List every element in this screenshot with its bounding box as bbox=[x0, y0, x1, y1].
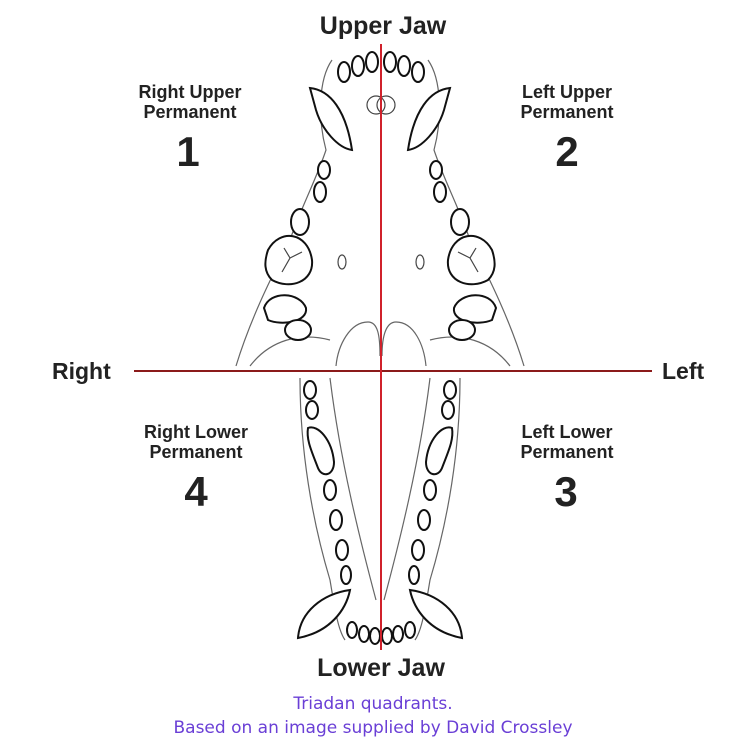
lower-jaw-outline bbox=[299, 377, 461, 641]
quadrant-3-number: 3 bbox=[554, 468, 578, 515]
quadrant-2-line1: Left Upper bbox=[521, 82, 612, 102]
quadrant-4-line2: Permanent bbox=[149, 442, 243, 462]
quadrant-3-line2: Permanent bbox=[520, 442, 614, 462]
upper-inner-marks bbox=[281, 95, 479, 273]
lower-jaw-label: Lower Jaw bbox=[317, 654, 445, 682]
upper-teeth bbox=[262, 51, 498, 341]
quadrant-1-number: 1 bbox=[176, 128, 200, 175]
quadrant-2-line2: Permanent bbox=[520, 102, 614, 122]
quadrant-1-line2: Permanent bbox=[143, 102, 237, 122]
quadrant-3-title: Left Lower Permanent bbox=[520, 422, 613, 462]
left-side-label: Left bbox=[662, 358, 705, 384]
quadrant-2-title: Left Upper Permanent bbox=[520, 82, 613, 122]
caption-line-1: Triadan quadrants. bbox=[293, 694, 453, 714]
upper-jaw-label: Upper Jaw bbox=[319, 12, 447, 40]
quadrant-4-line1: Right Lower bbox=[144, 422, 248, 442]
quadrant-2-number: 2 bbox=[555, 128, 579, 175]
quadrant-3-line1: Left Lower bbox=[521, 422, 613, 442]
quadrant-4-title: Right Lower Permanent bbox=[144, 422, 248, 462]
quadrant-1-title: Right Upper Permanent bbox=[139, 82, 242, 122]
quadrant-4-number: 4 bbox=[184, 468, 208, 515]
lower-teeth bbox=[296, 380, 464, 645]
right-side-label: Right bbox=[52, 358, 111, 384]
quadrant-1-line1: Right Upper bbox=[138, 82, 242, 102]
caption-line-2: Based on an image supplied by David Cros… bbox=[173, 718, 573, 738]
